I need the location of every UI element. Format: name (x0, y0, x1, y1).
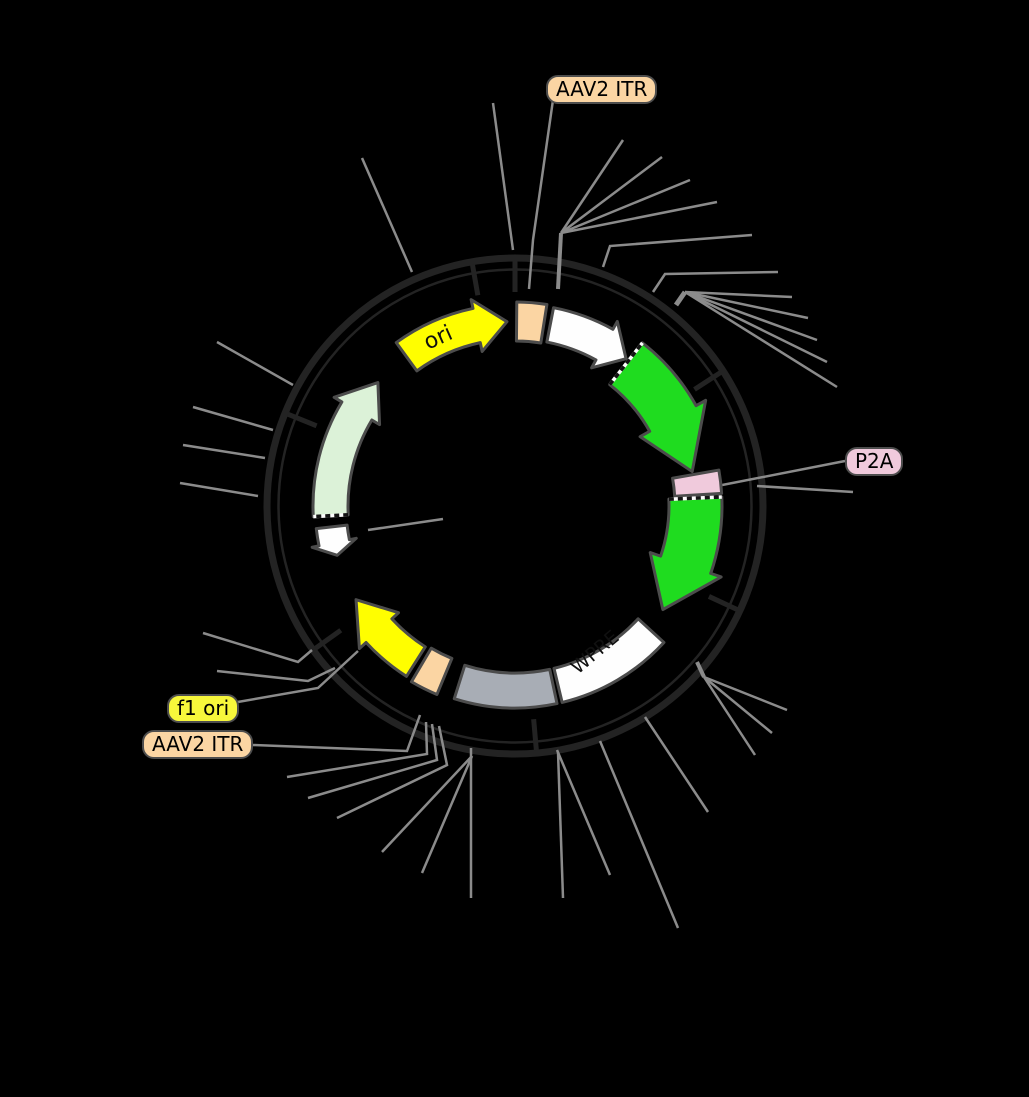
leader-line (556, 751, 565, 899)
leader-line (381, 755, 473, 853)
leader-line (684, 290, 818, 342)
leader-line (202, 631, 313, 664)
feature-p2a-box[interactable] (671, 468, 724, 498)
feature-aav2-itr-5prime-box[interactable] (514, 300, 549, 345)
leader-line (560, 178, 691, 235)
position-tick (531, 718, 539, 751)
leader-line (286, 721, 429, 779)
leader-line (695, 661, 706, 678)
leader-line (643, 716, 710, 813)
position-tick (469, 264, 481, 296)
leader-line (360, 157, 414, 273)
leader-line (491, 102, 515, 251)
feature-wpre-box[interactable] (552, 617, 666, 704)
feature-boundary-base (668, 495, 722, 502)
feature-yellow-arrow-f1[interactable] (354, 598, 427, 678)
leader-line (684, 290, 838, 389)
leader-line (367, 517, 444, 532)
leader-line (702, 676, 757, 756)
leader-line (179, 481, 259, 498)
leader-line (336, 725, 449, 820)
leader-line (703, 676, 773, 734)
leader-line (216, 340, 294, 387)
leader-line (527, 99, 555, 290)
leader-line (556, 232, 563, 290)
leader-line (560, 200, 718, 235)
leader-line (598, 740, 680, 929)
leader-line (756, 484, 854, 494)
feature-white-arrow-top[interactable] (545, 306, 628, 370)
leader-line (559, 139, 625, 234)
leader-line (703, 675, 788, 712)
position-tick (693, 370, 722, 392)
label-p2a[interactable]: P2A (845, 447, 904, 476)
feature-pale-green-arrow[interactable] (311, 381, 382, 519)
ring-outer-circle (263, 254, 767, 758)
leader-line (651, 270, 779, 293)
leader-line (684, 290, 828, 364)
leader-line (711, 459, 846, 489)
feature-gray-box[interactable] (452, 663, 559, 710)
label-aav2-itr-top[interactable]: AAV2 ITR (546, 75, 658, 104)
feature-ori-arrow[interactable] (394, 298, 509, 373)
label-f1-ori[interactable]: f1 ori (167, 694, 240, 723)
leader-line (307, 723, 439, 800)
feature-boundary-base (608, 341, 644, 386)
leader-line (684, 290, 793, 299)
position-tick (707, 594, 739, 612)
leader-line (182, 443, 266, 460)
position-tick (314, 628, 343, 651)
label-aav2-itr-bottom[interactable]: AAV2 ITR (142, 730, 254, 759)
leader-line (560, 156, 663, 234)
leader-line (231, 650, 359, 705)
leader-line (555, 749, 612, 876)
feature-green-arrow-1[interactable] (608, 341, 708, 474)
leader-line (252, 714, 422, 753)
feature-green-arrow-2[interactable] (648, 495, 724, 612)
leader-line (216, 666, 336, 683)
position-tick (286, 411, 318, 429)
leader-line (192, 405, 274, 432)
feature-white-arrow-small[interactable] (310, 523, 358, 557)
leader-line (684, 290, 809, 320)
feature-aav2-itr-3prime-box[interactable] (409, 646, 454, 696)
leader-line (601, 233, 753, 268)
leader-line (420, 755, 474, 874)
feature-boundary-dotted (313, 512, 349, 519)
leader-line (673, 290, 688, 307)
